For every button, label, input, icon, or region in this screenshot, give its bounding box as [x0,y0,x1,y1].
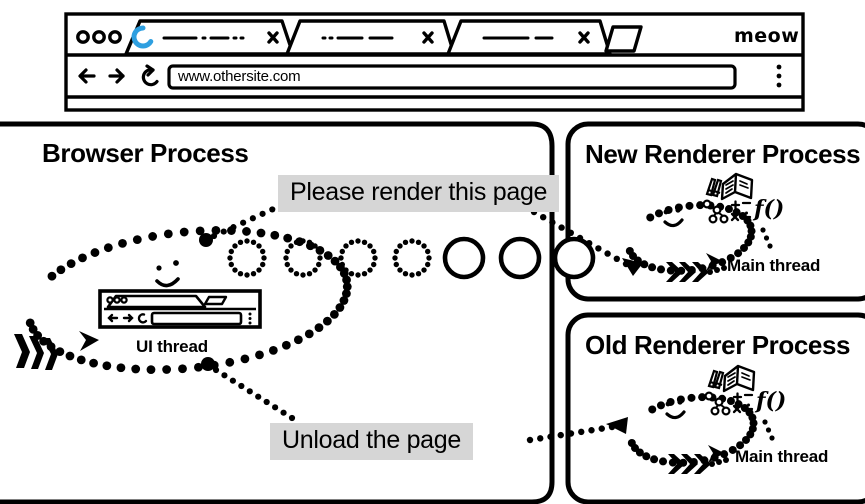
ui-thread-browser-icon [98,289,262,329]
browser-toolbar [78,64,782,90]
new-renderer-main-thread-group [625,172,786,282]
browser-tab-1[interactable] [124,19,295,56]
tab-close-icon-3 [578,31,590,44]
message-queue [227,236,596,280]
forward-icon [108,68,125,84]
ui-thread-event-loop [25,225,352,375]
render-message-chip: Please render this page [278,175,560,212]
url-bar-outline [167,64,737,90]
old-renderer-process-title: Old Renderer Process [585,330,851,360]
profile-label[interactable]: meow [734,25,800,47]
tab-close-icon-2 [422,31,434,44]
window-control-dots[interactable] [76,30,122,44]
ui-thread-label: UI thread [136,337,208,356]
loop-arrowhead-icon [79,331,99,351]
unload-message-arrow [526,417,628,444]
renderer-loop-arrow-icon [708,445,724,463]
tab-close-icon-1 [267,31,279,44]
old-renderer-main-thread-label: Main thread [735,447,829,466]
new-renderer-process-title: New Renderer Process [585,139,861,169]
browser-tab-2[interactable] [285,19,456,56]
motion-chevrons-icon [666,262,709,282]
renderer-loop-arrow-icon [706,253,722,271]
motion-chevrons-left-icon [14,334,58,370]
browser-process-title: Browser Process [42,138,249,168]
new-renderer-main-thread-label: Main thread [727,256,821,275]
motion-chevrons-icon [668,454,711,474]
message-queue-filled [442,236,596,280]
render-message-connector [199,201,286,247]
old-renderer-main-thread-group [627,364,788,474]
browser-process-panel [0,121,555,504]
unload-message-chip: Unload the page [270,423,473,460]
render-message-arrow [530,208,643,276]
url-input[interactable]: www.othersite.com [178,68,301,85]
back-icon [78,68,96,84]
browser-menu-icon [776,64,782,88]
new-tab-button[interactable] [604,25,643,53]
reload-icon [141,64,159,87]
unload-message-connector [201,357,296,422]
ui-thread-face-icon [155,260,180,288]
browser-tab-3[interactable] [446,19,612,56]
